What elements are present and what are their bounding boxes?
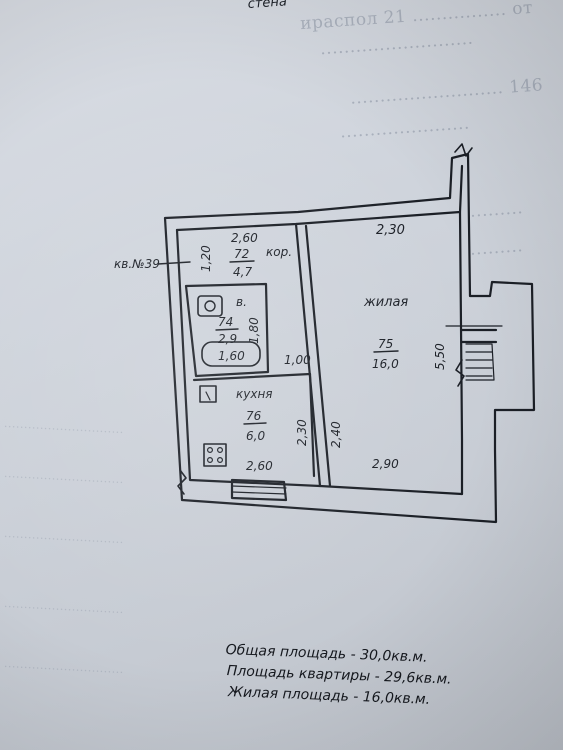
partition-wall <box>294 222 322 488</box>
sink-fixture <box>199 385 217 403</box>
break-mark <box>177 469 187 495</box>
outer-wall <box>163 152 536 524</box>
partition-wall <box>308 372 316 478</box>
fraction-bar <box>215 328 239 331</box>
kitchen-side: 2,30 <box>295 419 309 446</box>
living-area: 16,0 <box>372 357 399 371</box>
corridor-area: 4,7 <box>233 265 252 279</box>
partition-wall <box>192 372 312 382</box>
inner-wall <box>175 228 464 496</box>
living-name: жилая <box>363 295 408 310</box>
corridor-side: 1,20 <box>199 245 213 272</box>
break-mark <box>455 359 465 387</box>
fraction-bar <box>373 350 399 353</box>
partition-wall <box>184 282 270 378</box>
living-number: 75 <box>378 337 393 351</box>
label-leader <box>157 261 191 265</box>
corridor-number: 72 <box>234 247 249 261</box>
header-fragment: стена <box>247 0 287 12</box>
break-mark <box>454 143 473 157</box>
inner-wall <box>175 164 464 232</box>
bathroom-side: 1,80 <box>247 317 261 344</box>
kitchen-dimension-bottom: 2,60 <box>246 459 273 473</box>
corridor-name: кор. <box>266 245 292 259</box>
bathroom-name: в. <box>236 295 247 309</box>
toilet-fixture <box>197 295 223 317</box>
corridor-dimension: 2,60 <box>231 231 258 245</box>
bathtub-dimension: 1,60 <box>218 349 245 363</box>
living-dimension-bottom: 2,90 <box>372 457 399 471</box>
kitchen-number: 76 <box>246 409 262 423</box>
kitchen-dimension-top: 1,00 <box>284 353 311 367</box>
living-dimension-top: 2,30 <box>376 223 405 238</box>
partition-wall <box>304 224 332 488</box>
apartment-label: кв.№39 <box>114 257 160 271</box>
inner-wall <box>458 210 464 496</box>
stove-fixture <box>203 443 227 467</box>
stairs <box>465 343 495 381</box>
living-inner-side: 2,40 <box>329 421 343 448</box>
fraction-bar <box>229 260 255 263</box>
area-summary: Общая площадь - 30,0кв.м. Площадь кварти… <box>224 640 453 712</box>
bathtub-fixture <box>201 341 261 367</box>
kitchen-area: 6,0 <box>246 429 265 443</box>
fraction-bar <box>243 422 267 425</box>
kitchen-name: кухня <box>236 387 273 401</box>
living-side: 5,50 <box>433 343 447 370</box>
bathroom-area: 2,9 <box>218 332 237 346</box>
bathroom-number: 74 <box>218 315 233 329</box>
